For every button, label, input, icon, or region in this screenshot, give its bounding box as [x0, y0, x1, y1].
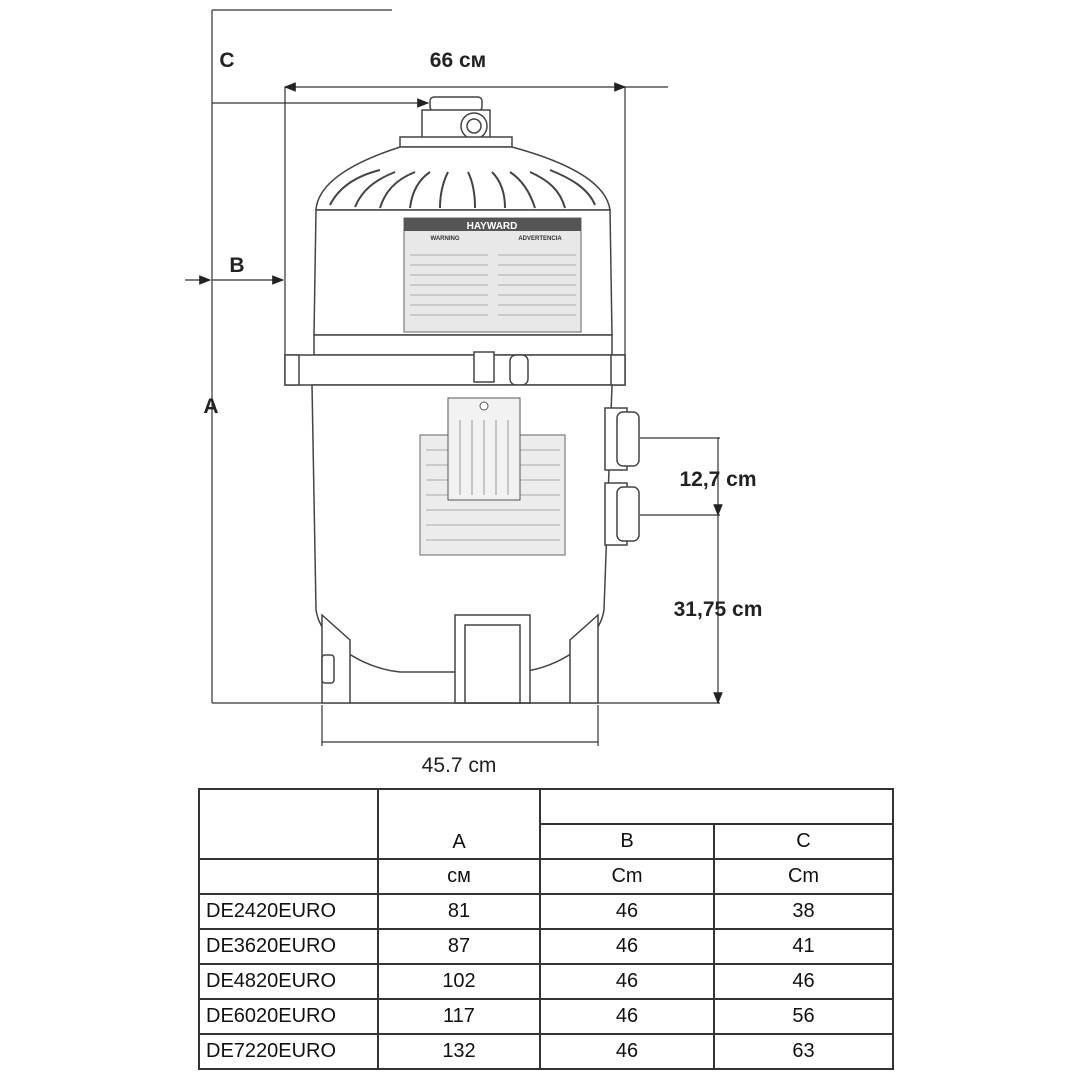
width-dimension-label: 66 см	[430, 49, 486, 72]
a-cell: 132	[377, 1033, 541, 1070]
a-cell: 81	[377, 893, 541, 930]
brand-label: HAYWARD	[467, 221, 518, 232]
a-cell: 102	[377, 963, 541, 1000]
units-blank	[198, 858, 379, 895]
unit-a: см	[377, 858, 541, 895]
dimension-c-label: C	[219, 49, 234, 72]
b-cell: 46	[539, 998, 715, 1035]
b-cell: 46	[539, 928, 715, 965]
model-cell: DE3620EURO	[198, 928, 379, 965]
port-height-label: 31,75 cm	[674, 598, 763, 621]
advertencia-heading: ADVERTENCIA	[518, 236, 562, 242]
model-cell: DE6020EURO	[198, 998, 379, 1035]
header-c: C	[713, 823, 894, 860]
header-b: B	[539, 823, 715, 860]
b-cell: 46	[539, 893, 715, 930]
hayward-warning-label: HAYWARD WARNING ADVERTENCIA	[403, 217, 582, 333]
header-a: A	[377, 788, 541, 860]
c-cell: 41	[713, 928, 894, 965]
dimension-b-label: B	[229, 254, 244, 277]
dimension-lines	[185, 9, 723, 746]
c-cell: 56	[713, 998, 894, 1035]
filter-drawing: 66 см C B A 12,7 cm 31,75 cm 45.7 cm	[185, 9, 763, 777]
port-spacing-label: 12,7 cm	[679, 468, 756, 491]
dimension-a-label: A	[203, 395, 218, 418]
model-cell: DE4820EURO	[198, 963, 379, 1000]
header-group-cell	[539, 788, 894, 825]
base-width-label: 45.7 cm	[422, 754, 497, 777]
model-cell: DE2420EURO	[198, 893, 379, 930]
warning-heading: WARNING	[431, 236, 460, 242]
a-cell: 87	[377, 928, 541, 965]
model-header-cell	[198, 788, 379, 860]
lower-warning-label	[419, 397, 566, 556]
c-cell: 46	[713, 963, 894, 1000]
unit-b: Cm	[539, 858, 715, 895]
b-cell: 46	[539, 963, 715, 1000]
b-cell: 46	[539, 1033, 715, 1070]
model-cell: DE7220EURO	[198, 1033, 379, 1070]
a-cell: 117	[377, 998, 541, 1035]
unit-c: Cm	[713, 858, 894, 895]
c-cell: 63	[713, 1033, 894, 1070]
c-cell: 38	[713, 893, 894, 930]
